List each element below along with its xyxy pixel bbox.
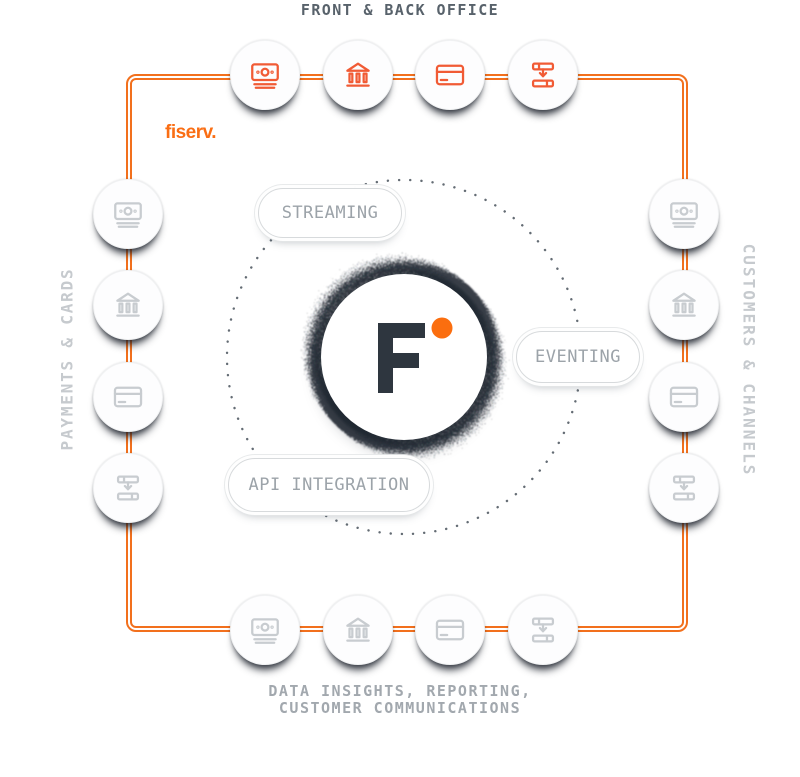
pill-api-integration-label: API INTEGRATION [248, 475, 410, 495]
monogram-letter-f [378, 323, 425, 393]
bank-icon [341, 58, 375, 92]
bank-node [322, 595, 393, 665]
workflow-node [649, 452, 719, 523]
credit-card-node [415, 595, 486, 665]
pill-streaming: STREAMING [258, 188, 402, 238]
pill-eventing: EVENTING [516, 331, 640, 383]
banknote-icon [111, 197, 145, 231]
label-payments-cards: PAYMENTS & CARDS [57, 267, 77, 451]
banknote-node [230, 595, 300, 665]
label-data-insights-line2: CUSTOMER COMMUNICATIONS [278, 699, 522, 717]
credit-card-icon [111, 380, 145, 414]
bank-node [93, 270, 163, 341]
banknote-icon [248, 613, 282, 647]
banknote-icon [667, 197, 701, 231]
workflow-icon [526, 613, 560, 647]
credit-card-icon [667, 380, 701, 414]
rail-front-back-office [230, 40, 578, 110]
monogram-orange-dot [431, 317, 453, 339]
rail-customers-channels [649, 179, 719, 523]
fiserv-hub [321, 274, 487, 440]
label-data-insights: DATA INSIGHTS, REPORTING, CUSTOMER COMMU… [0, 683, 800, 717]
banknote-node [649, 179, 719, 249]
credit-card-node [649, 361, 719, 432]
workflow-node [507, 595, 578, 665]
bank-icon [111, 288, 145, 322]
credit-card-icon [433, 613, 467, 647]
rail-data-insights [230, 595, 578, 665]
workflow-icon [667, 471, 701, 505]
pill-streaming-label: STREAMING [281, 203, 379, 223]
workflow-node [93, 452, 163, 523]
bank-node [322, 40, 393, 110]
pill-api-integration: API INTEGRATION [228, 458, 430, 512]
connector-loop [126, 74, 688, 632]
bank-node [649, 270, 719, 341]
bank-icon [667, 288, 701, 322]
workflow-icon [111, 471, 145, 505]
label-data-insights-line1: DATA INSIGHTS, REPORTING, [268, 682, 532, 700]
label-customers-channels: CUSTOMERS & CHANNELS [739, 243, 759, 477]
workflow-icon [526, 58, 560, 92]
workflow-node [507, 40, 578, 110]
credit-card-node [93, 361, 163, 432]
label-front-back-office: FRONT & BACK OFFICE [300, 1, 500, 19]
banknote-icon [248, 58, 282, 92]
fiserv-logo: fiserv. [165, 122, 217, 143]
bank-icon [341, 613, 375, 647]
pill-eventing-label: EVENTING [535, 347, 621, 367]
fiserv-monogram [378, 317, 453, 393]
rail-payments-cards [93, 179, 163, 523]
credit-card-node [415, 40, 486, 110]
credit-card-icon [433, 58, 467, 92]
banknote-node [230, 40, 300, 110]
banknote-node [93, 179, 163, 249]
